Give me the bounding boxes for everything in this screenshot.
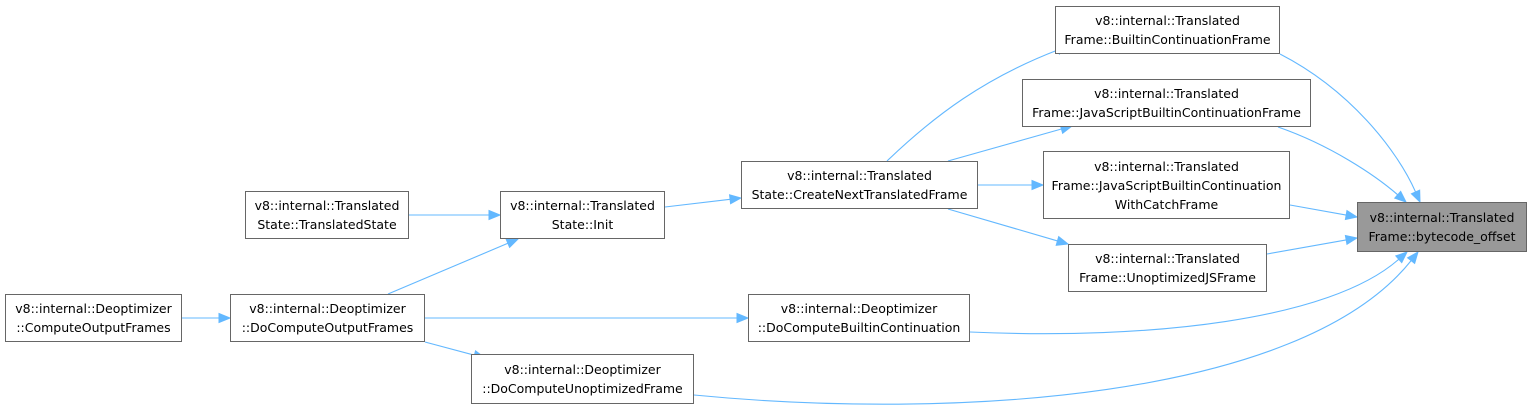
node-label-line: v8::internal::Translated (787, 168, 932, 183)
node-label-line: v8::internal::Translated (1095, 251, 1240, 266)
node-label-line: v8::internal::Deoptimizer (780, 301, 938, 316)
edge-translated_state_init-to-create_next_translated_frame (664, 194, 743, 208)
edge-unoptimized_js_frame-to-bytecode_offset (1266, 234, 1359, 255)
node-label: v8::internal::Deoptimizer::DoComputeUnop… (482, 360, 683, 398)
node-label-line: v8::internal::Translated (254, 198, 400, 213)
node-label-line: State::CreateNextTranslatedFrame (751, 187, 968, 202)
edge-arrowhead (488, 209, 502, 221)
edge-line (886, 49, 1058, 162)
edge-do_compute_builtin_continuation-to-bytecode_offset (969, 251, 1408, 335)
edge-line (1277, 126, 1399, 196)
node-do-compute-output-frames[interactable]: v8::internal::Deoptimizer::DoComputeOutp… (230, 294, 425, 342)
node-label-line: WithCatchFrame (1114, 196, 1219, 212)
node-label: v8::internal::Deoptimizer::ComputeOutput… (15, 299, 171, 337)
node-label-line: v8::internal::Translated (1095, 13, 1240, 28)
edge-arrowhead (728, 194, 743, 205)
edge-line (969, 258, 1400, 335)
edge-arrowhead (1393, 190, 1407, 203)
edge-arrowhead (1410, 189, 1421, 204)
edge-arrowhead (218, 312, 232, 324)
edge-line (424, 341, 475, 356)
edge-line (387, 242, 509, 295)
edge-arrowhead (1344, 209, 1359, 221)
edge-create_next_translated_frame-to-js_builtin_continuation_with_catch_frame (978, 179, 1045, 191)
edge-builtin_continuation_frame-to-bytecode_offset (1279, 53, 1421, 204)
edge-arrowhead (505, 238, 520, 249)
node-do-compute-unoptimized-frame[interactable]: v8::internal::Deoptimizer::DoComputeUnop… (471, 354, 694, 404)
node-label-line: State::TranslatedState (257, 217, 397, 232)
edge-js_builtin_continuation_with_catch_frame-to-bytecode_offset (1289, 204, 1359, 221)
edge-arrowhead (1394, 251, 1408, 264)
edge-line (947, 128, 1062, 162)
node-label-line: v8::internal::Deoptimizer (15, 301, 172, 316)
node-label-line: Frame::BuiltinContinuationFrame (1064, 32, 1271, 47)
node-label-line: v8::internal::Deoptimizer (249, 301, 406, 316)
node-label-line: ::ComputeOutputFrames (16, 320, 171, 335)
edge-arrowhead (1344, 234, 1359, 246)
edge-line (947, 208, 1058, 242)
node-label-line: Frame::JavaScriptBuiltinContinuationFram… (1032, 105, 1301, 120)
edge-js_builtin_continuation_frame-to-bytecode_offset (1277, 126, 1407, 203)
edge-line (1289, 204, 1347, 216)
node-label-line: v8::internal::Translated (1369, 210, 1515, 225)
edge-do_compute_unoptimized_frame-to-bytecode_offset (693, 250, 1419, 405)
edge-arrowhead (1406, 250, 1419, 265)
edge-translated_state_ctor-to-translated_state_init (409, 209, 502, 221)
node-label-line: v8::internal::Translated (1094, 158, 1239, 174)
node-label-line: Frame::bytecode_offset (1368, 229, 1516, 244)
node-label-line: v8::internal::Translated (510, 198, 655, 213)
edge-do_compute_output_frames-to-do_compute_builtin_continuation (425, 312, 750, 324)
node-label-line: State::Init (551, 217, 614, 232)
edge-arrowhead (1031, 179, 1045, 191)
edge-line (1279, 53, 1417, 193)
edge-do_compute_output_frames-to-translated_state_init (387, 238, 520, 295)
node-label: v8::internal::Deoptimizer::DoComputeBuil… (758, 299, 961, 337)
node-label-line: v8::internal::Deoptimizer (504, 362, 661, 377)
edge-create_next_translated_frame-to-unoptimized_js_frame (947, 208, 1070, 246)
edge-line (693, 260, 1412, 405)
node-label-line: v8::internal::Translated (1094, 86, 1239, 101)
node-label-line: ::DoComputeOutputFrames (241, 320, 414, 335)
edge-arrowhead (1055, 235, 1070, 246)
edge-compute_output_frames-to-do_compute_output_frames (182, 312, 232, 324)
node-label-line: ::DoComputeBuiltinContinuation (757, 320, 961, 335)
node-label: v8::internal::Deoptimizer::DoComputeOutp… (242, 299, 414, 337)
node-label-line: ::DoComputeUnoptimizedFrame (482, 381, 683, 396)
node-do-compute-builtin-continuation[interactable]: v8::internal::Deoptimizer::DoComputeBuil… (748, 294, 970, 342)
node-compute-output-frames[interactable]: v8::internal::Deoptimizer::ComputeOutput… (5, 294, 182, 342)
edge-line (1266, 239, 1347, 255)
node-label-line: Frame::JavaScriptBuiltinContinuation (1051, 177, 1282, 193)
edge-arrowhead (736, 312, 750, 324)
edge-line (664, 198, 731, 208)
node-label-line: Frame::UnoptimizedJSFrame (1079, 270, 1256, 285)
